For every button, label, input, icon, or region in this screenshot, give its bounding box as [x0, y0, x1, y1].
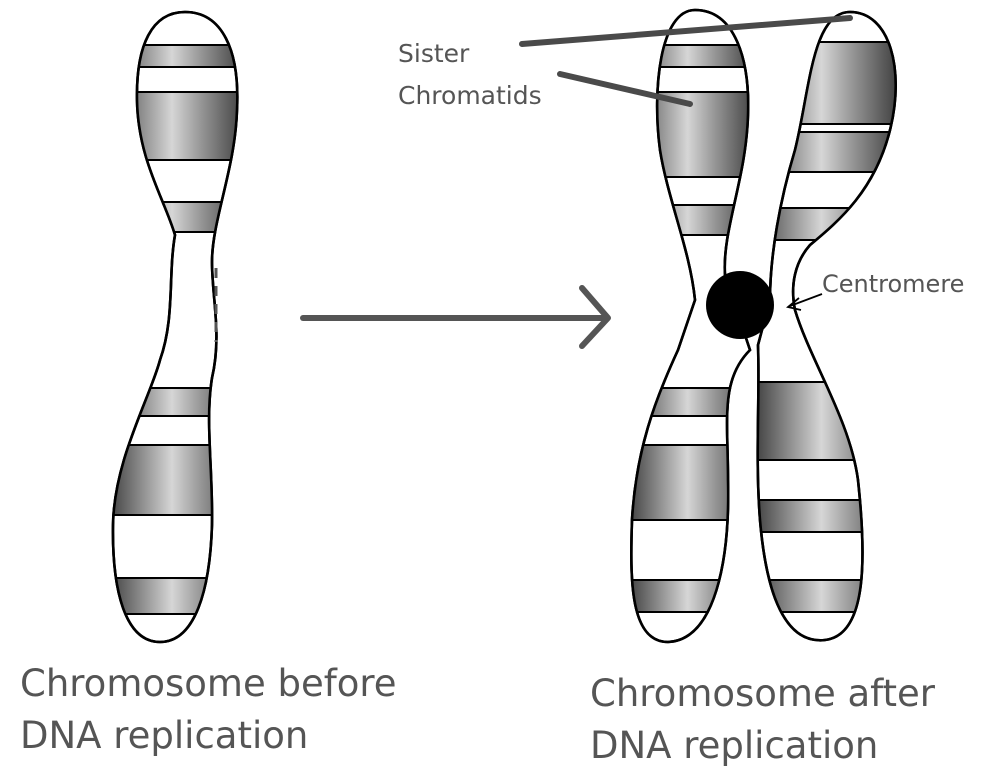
chromosome-band — [100, 202, 260, 232]
chromosome-before — [100, 12, 260, 642]
chromosome-band — [620, 445, 770, 520]
centromere-label: Centromere — [822, 270, 964, 298]
chromosome-band — [100, 45, 260, 67]
chromosome-band — [620, 45, 770, 67]
chromosome-band — [620, 580, 770, 612]
chromosome-band — [745, 42, 915, 124]
sister-chromatids-label-line2: Chromatids — [398, 81, 542, 110]
chromosome-after — [620, 10, 915, 642]
centromere — [706, 271, 774, 339]
before-caption-line1: Chromosome before — [20, 662, 397, 705]
before-caption-line2: DNA replication — [20, 714, 308, 757]
replication-arrow — [303, 288, 608, 346]
chromosome-band — [620, 388, 770, 416]
sister-chromatid-right — [745, 12, 915, 640]
sister-chromatids-label-line1: Sister — [398, 39, 470, 68]
chromosome-band — [745, 500, 915, 532]
chromosome-band — [745, 132, 915, 172]
after-caption-line1: Chromosome after — [590, 672, 936, 715]
chromosome-band — [100, 388, 260, 416]
after-caption-line2: DNA replication — [590, 724, 878, 767]
chromosome-band — [620, 205, 770, 235]
chromosome-band — [745, 208, 915, 240]
